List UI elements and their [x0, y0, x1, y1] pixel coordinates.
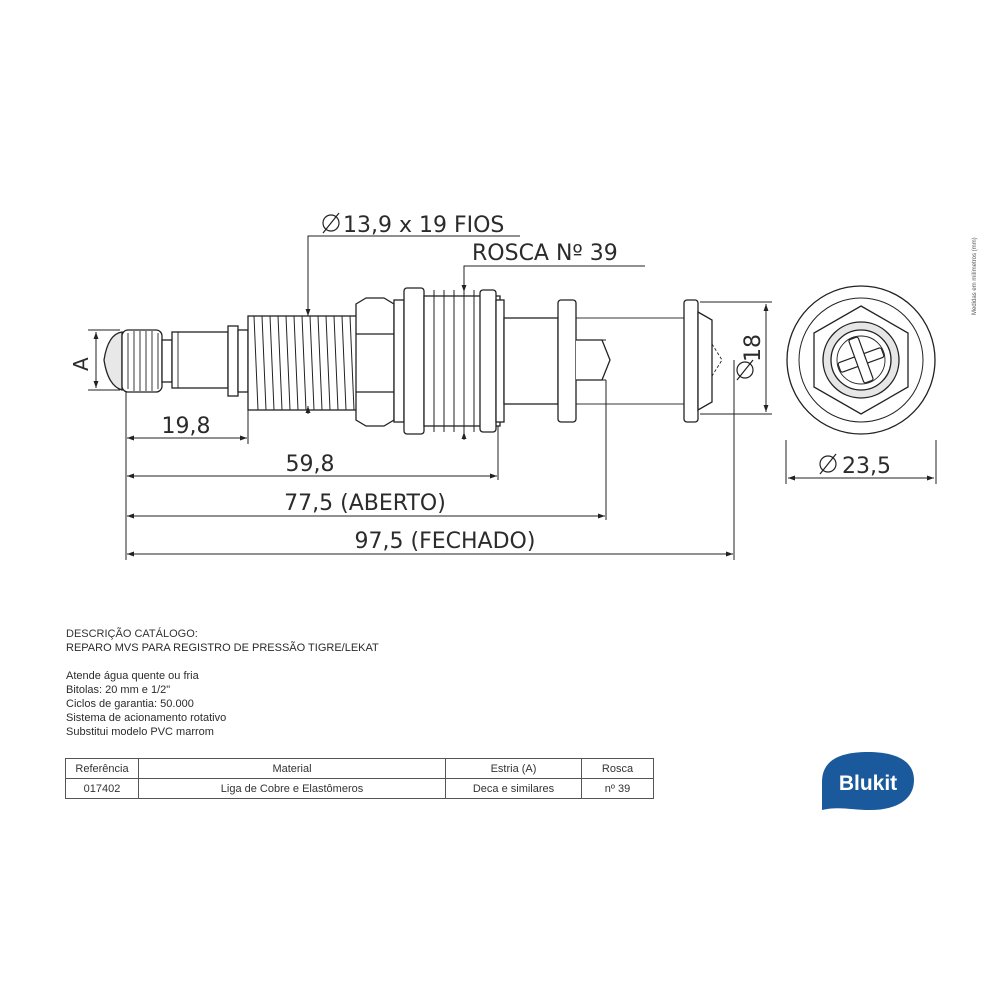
dim-97-5-closed: 97,5 (FECHADO) [355, 529, 536, 554]
table-header-row: Referência Material Estria (A) Rosca [65, 758, 654, 779]
description-subtitle: REPARO MVS PARA REGISTRO DE PRESSÃO TIGR… [66, 642, 379, 654]
valve-part-side-view [103, 287, 723, 435]
specs-table: Referência Material Estria (A) Rosca 017… [65, 758, 654, 799]
description-title: DESCRIÇÃO CATÁLOGO: [66, 628, 198, 640]
cell-thread: nº 39 [581, 778, 654, 799]
feature-item: Ciclos de garantia: 50.000 [66, 698, 194, 710]
body-threads [433, 290, 485, 432]
technical-drawing: 13,9 x 19 FIOS ROSCA Nº 39 A 19,8 59,8 7… [69, 212, 937, 560]
splined-head [103, 331, 123, 391]
logo-text: Blukit [839, 772, 897, 795]
cell-material: Liga de Cobre e Elastômeros [138, 778, 446, 799]
header-material: Material [138, 758, 446, 779]
spacer [66, 655, 379, 669]
units-note-text: Medidas em milímetros (mm) [972, 237, 978, 315]
valve-part-end-view [786, 285, 936, 435]
catalog-description: DESCRIÇÃO CATÁLOGO: REPARO MVS PARA REGI… [66, 627, 379, 739]
diameter-symbol [736, 361, 754, 379]
diameter-symbols [322, 212, 837, 475]
dim-diameter-threads: 13,9 x 19 FIOS [343, 213, 504, 238]
cell-spline: Deca e similares [445, 778, 582, 799]
dim-thread-label: ROSCA Nº 39 [472, 241, 618, 266]
header-spline: Estria (A) [445, 758, 582, 779]
feature-item: Bitolas: 20 mm e 1/2" [66, 684, 171, 696]
logo-shape [822, 752, 914, 810]
dim-18: 18 [741, 334, 766, 362]
table-row: 017402 Liga de Cobre e Elastômeros Deca … [65, 778, 654, 799]
dim-59-8: 59,8 [286, 452, 335, 477]
feature-item: Sistema de acionamento rotativo [66, 712, 227, 724]
dim-19-8: 19,8 [162, 414, 211, 439]
hex-nut [355, 297, 395, 427]
header-thread: Rosca [581, 758, 654, 779]
feature-item: Substitui modelo PVC marrom [66, 726, 214, 738]
header-reference: Referência [65, 758, 139, 779]
blukit-logo: Blukit [822, 752, 914, 810]
feature-item: Atende água quente ou fria [66, 670, 199, 682]
dimension-lines [88, 235, 937, 560]
diameter-symbol [819, 455, 837, 473]
units-note: Medidas em milímetros (mm) [960, 205, 978, 320]
cell-reference: 017402 [65, 778, 139, 799]
dim-spline-a: A [69, 357, 93, 371]
diameter-symbol [322, 214, 340, 232]
dim-77-5-open: 77,5 (ABERTO) [284, 491, 446, 516]
spindle-threads [253, 315, 355, 411]
dim-23-5: 23,5 [842, 454, 891, 479]
